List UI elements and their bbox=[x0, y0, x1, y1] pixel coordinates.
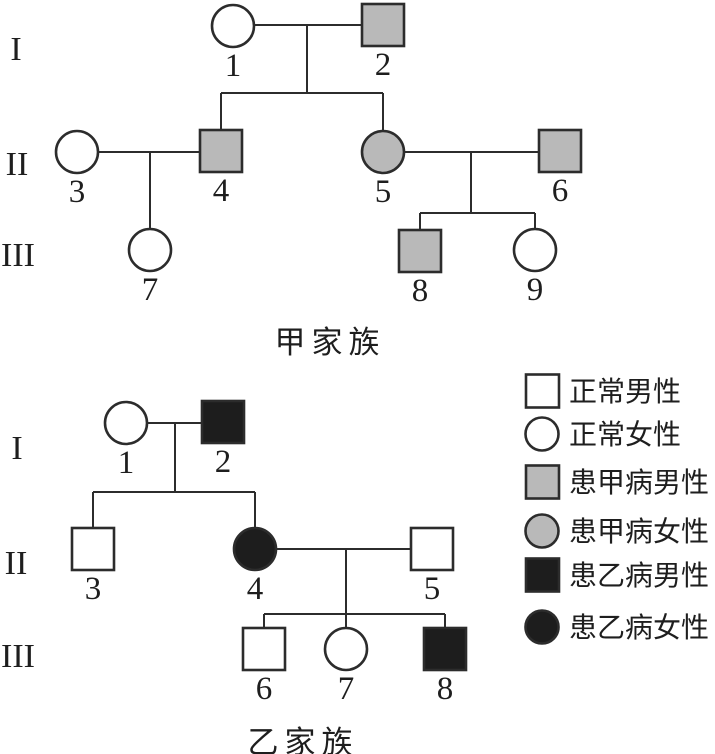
family-jia-member-3-female-normal bbox=[54, 129, 100, 175]
family-jia-member-4-male-disease_a bbox=[198, 128, 244, 174]
family-yi-member-3-number: 3 bbox=[85, 571, 102, 607]
family-jia-member-1-female-normal bbox=[210, 3, 256, 49]
family-yi-generation-label-I: I bbox=[11, 430, 22, 467]
family-yi-member-8-number: 8 bbox=[437, 671, 454, 707]
family-yi-member-4-female-disease_b bbox=[232, 526, 278, 572]
family-jia-generation-label-II: II bbox=[6, 146, 29, 183]
family-yi-generation-label-III: III bbox=[1, 638, 35, 675]
legend-item-label-6: 患乙病女性 bbox=[569, 612, 709, 643]
family-jia-member-7-number: 7 bbox=[142, 272, 159, 308]
family-a-title: 甲家族 bbox=[274, 325, 386, 360]
family-b-title: 乙家族 bbox=[247, 725, 359, 754]
legend-marker-circle-normal bbox=[524, 416, 560, 452]
family-jia-member-5-number: 5 bbox=[375, 174, 392, 210]
family-jia-member-3-number: 3 bbox=[69, 174, 86, 210]
family-jia-generation-label-I: I bbox=[10, 31, 21, 68]
family-yi-member-7-female-normal bbox=[323, 626, 369, 672]
legend-marker-circle-disease_b bbox=[524, 609, 560, 645]
family-jia-member-4-number: 4 bbox=[213, 173, 230, 209]
legend-marker-circle-disease_a bbox=[524, 513, 560, 549]
family-yi-member-4-number: 4 bbox=[247, 571, 264, 607]
family-yi-member-1-female-normal bbox=[103, 400, 149, 446]
family-jia-member-6-male-disease_a bbox=[537, 128, 583, 174]
legend-item-label-4: 患甲病女性 bbox=[569, 516, 709, 547]
family-yi-generation-label-II: II bbox=[5, 545, 28, 582]
family-yi-member-6-male-normal bbox=[241, 626, 287, 672]
family-jia-member-1-number: 1 bbox=[225, 48, 242, 84]
legend-item-label-3: 患甲病男性 bbox=[569, 467, 709, 498]
family-jia-member-6-number: 6 bbox=[552, 173, 569, 209]
legend-item-label-1: 正常男性 bbox=[569, 376, 681, 407]
family-yi-member-5-male-normal bbox=[409, 526, 455, 572]
legend-marker-square-disease_b bbox=[524, 557, 561, 593]
family-yi-member-6-number: 6 bbox=[256, 671, 273, 707]
family-jia-member-2-number: 2 bbox=[375, 47, 392, 83]
family-jia-member-8-number: 8 bbox=[412, 273, 429, 309]
family-jia-member-7-female-normal bbox=[127, 227, 173, 273]
family-yi-member-5-number: 5 bbox=[424, 571, 441, 607]
family-jia-member-9-female-normal bbox=[512, 227, 558, 273]
legend-marker-square-disease_a bbox=[524, 464, 561, 500]
family-yi-member-2-number: 2 bbox=[215, 444, 232, 480]
family-jia-member-8-male-disease_a bbox=[397, 228, 443, 274]
family-yi-member-2-male-disease_b bbox=[200, 399, 246, 445]
family-yi-member-3-male-normal bbox=[70, 526, 116, 572]
legend-marker-square-normal bbox=[524, 373, 561, 409]
family-jia-member-9-number: 9 bbox=[527, 272, 544, 308]
family-jia-member-5-female-disease_a bbox=[360, 129, 406, 175]
family-yi-member-8-male-disease_b bbox=[422, 626, 468, 672]
legend-item-label-2: 正常女性 bbox=[569, 419, 681, 450]
family-yi-member-1-number: 1 bbox=[118, 445, 135, 481]
family-jia-member-2-male-disease_a bbox=[360, 2, 406, 48]
family-yi-member-7-number: 7 bbox=[338, 671, 355, 707]
family-jia-generation-label-III: III bbox=[1, 237, 35, 274]
legend-item-label-5: 患乙病男性 bbox=[569, 560, 709, 591]
